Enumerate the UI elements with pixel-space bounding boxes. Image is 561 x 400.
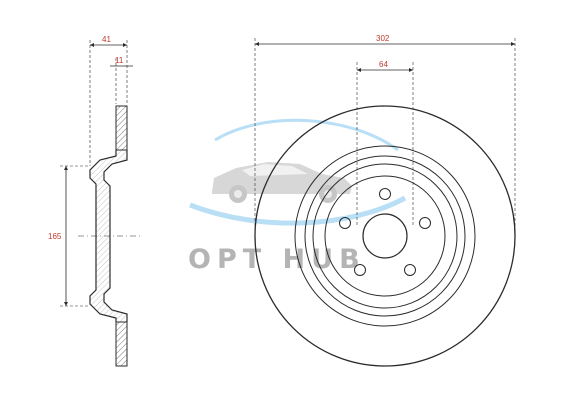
- watermark-swoosh-top: [214, 118, 399, 152]
- dim-165-label: 165: [48, 232, 62, 241]
- bolt-hole: [379, 188, 391, 200]
- hub-face-edge: [324, 175, 446, 297]
- bolt-holes: [339, 188, 431, 276]
- watermark-text: OPT HUB: [188, 244, 366, 275]
- bolt-hole: [339, 217, 351, 229]
- dim-11-label: 11: [115, 56, 124, 65]
- front-view: 302 64: [254, 34, 516, 367]
- disc-section-lower: [115, 321, 128, 367]
- friction-ring-inner-edge: [294, 145, 476, 327]
- hat-step: [312, 163, 458, 309]
- bolt-hole: [354, 264, 366, 276]
- dim-302-label: 302: [376, 34, 390, 43]
- watermark-swoosh-bottom: [189, 195, 407, 226]
- center-bore: [362, 213, 408, 259]
- bolt-hole: [404, 264, 416, 276]
- side-profile-view: 41 11 165: [48, 35, 140, 367]
- dim-41-label: 41: [102, 35, 111, 44]
- hat-outer-edge: [304, 155, 466, 317]
- watermark-logo: OPT HUB: [188, 118, 407, 275]
- watermark-car-icon: [212, 162, 352, 203]
- bolt-hole: [419, 217, 431, 229]
- dim-64-label: 64: [379, 60, 388, 69]
- disc-outer-edge: [254, 105, 516, 367]
- disc-section-upper: [115, 105, 128, 151]
